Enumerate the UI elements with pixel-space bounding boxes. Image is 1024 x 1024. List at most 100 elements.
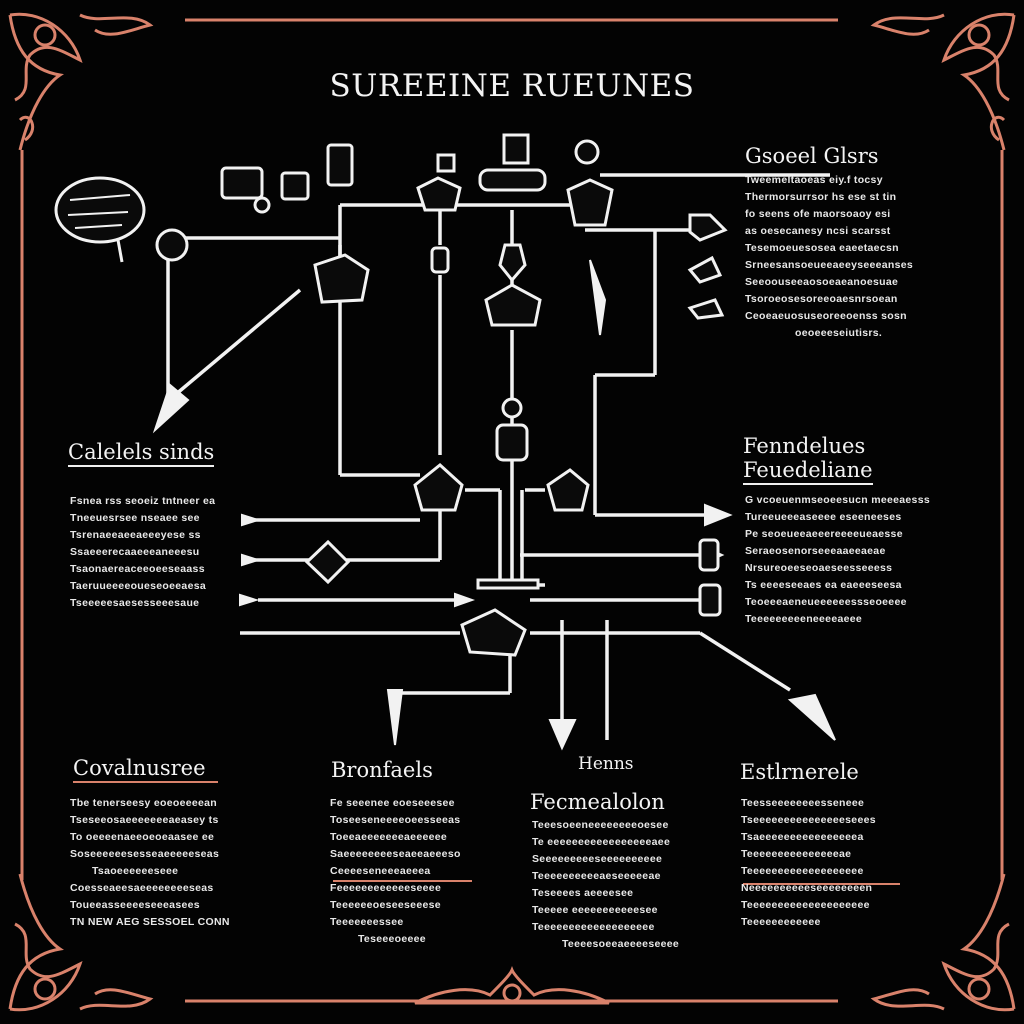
- text-line: Teeeeeeessee: [330, 916, 404, 928]
- text-line: Teeeeeeeeeeeeeeeae: [741, 848, 852, 860]
- text-line: Nrsureoeeseoaeseesseeess: [745, 562, 893, 574]
- text-line: Teeeee eeeeeeeeeeesee: [532, 904, 658, 916]
- valve-node-icon: [416, 176, 462, 212]
- text-line: Teeeeeeeeeeaeseeeeeae: [532, 870, 661, 882]
- text-line: Teseeeoeeee: [358, 933, 426, 945]
- arrow-right-mid: [704, 503, 733, 527]
- arrow-lower-right: [787, 693, 836, 741]
- connector-icon-3: [687, 298, 725, 320]
- corner-ornament-top-right: [870, 12, 1016, 151]
- text-line: Ceeeeseneeeaeeea: [330, 865, 431, 877]
- frame: [20, 18, 1004, 1003]
- text-line: Teeeeeeeeeeeeeeeeeeee: [741, 899, 870, 911]
- text-block-left-mid: Fsnea rss seoeiz tntneer ea Tneeuesrsee …: [70, 493, 225, 612]
- arrow-down-left: [152, 383, 190, 434]
- text-line: Tesemoeuesosea eaeetaecsn: [745, 242, 899, 254]
- text-block-bottom-3: Teeesoeeneeeeeeeeoesee Te eeeeeeeeeeeeee…: [532, 817, 697, 953]
- text-line: Tureeueeeaseeee eseeneeses: [745, 511, 902, 523]
- section-heading-bottom-2: Bronfaels: [331, 758, 433, 782]
- text-line: TN NEW AEG SESSOEL CONN: [70, 916, 230, 928]
- text-line: Teeeesoeeaeeeeseeee: [562, 938, 680, 950]
- compressor-node-icon: [484, 283, 542, 327]
- turret-icon: [502, 133, 530, 165]
- section-heading-right-mid: Fenndelues: [743, 434, 866, 458]
- bottom-center-ornament: [414, 965, 610, 1005]
- text-line: oeoeeeseiutisrs.: [795, 327, 883, 339]
- text-block-bottom-2: Fe seeenee eoeseeesee Toseeseneeeeoeesse…: [330, 795, 482, 948]
- text-line: Teoeeeaeneueeeeeessseoeeee: [745, 596, 907, 608]
- text-line: Saeeeeeeeeseaeeaeeeso: [330, 848, 461, 860]
- text-line: Tseeeeeeeeeeeeeeeseees: [741, 814, 876, 826]
- text-line: Teesseeeeeeeesseneee: [741, 797, 865, 809]
- text-line: Tsaonaereaceeoeeseaass: [70, 563, 205, 575]
- text-block-top-right: Tweemeltaoeas eiy.f tocsy Thermorsurrsor…: [745, 172, 945, 342]
- pump-node-icon: [413, 463, 464, 512]
- text-line: Tneeuesrsee nseaee see: [70, 512, 200, 524]
- console-node-icon: [220, 166, 264, 200]
- text-line: Teeeeeeeeeeeeeeeeeee: [741, 865, 864, 877]
- text-line: Taeruueeeeoueseoeeaesa: [70, 580, 206, 592]
- hood-node-icon: [566, 178, 614, 227]
- text-line: as oesecanesy ncsi scarsst: [745, 225, 891, 237]
- text-line: Ssaeeerecaaeeeaneeesu: [70, 546, 200, 558]
- gauge-node-icon: [326, 143, 354, 187]
- connector-icon-2: [687, 255, 723, 284]
- text-line: Tsrenaeeaeeaeeeyese ss: [70, 529, 201, 541]
- diamond-node-icon: [304, 539, 351, 585]
- text-line: Toeeaeeeeeeeaeeeeee: [330, 831, 448, 843]
- arrow-down-right: [589, 259, 607, 336]
- text-line: Soseeeeeesesseaeeeeeseas: [70, 848, 220, 860]
- text-line: Seraeosenorseeeaaeeaeae: [745, 545, 886, 557]
- text-line: G vcoeuenmseoeesucn meeeaesss: [745, 494, 930, 506]
- text-line: To oeeeenaeeoeoeaasee ee: [70, 831, 215, 843]
- text-line: Tsaoeeeeeeseee: [92, 865, 179, 877]
- text-block-bottom-4: Teesseeeeeeeesseneee Tseeeeeeeeeeeeeeese…: [741, 795, 926, 931]
- text-line: Neeeeeeeeeeseeeeeeeen: [741, 882, 873, 894]
- text-block-bottom-1: Tbe tenerseesy eoeoeeeean Tseseeosaeeeee…: [70, 795, 285, 931]
- section-heading-bottom-1: Covalnusree: [73, 756, 206, 780]
- text-line: Tsoroeosesoreeoaesnrsoean: [745, 293, 898, 305]
- text-line: Teeesoeeneeeeeeeeoesee: [532, 819, 669, 831]
- text-line: Tbe tenerseesy eoeoeeeean: [70, 797, 217, 809]
- corner-ornament-bottom-right: [870, 873, 1016, 1012]
- text-line: Toseeseneeeeoeesseeas: [330, 814, 461, 826]
- text-line: Teeeeeeeeeeee: [741, 916, 821, 928]
- text-line: Seeeeeeeeeseeeeeeeeee: [532, 853, 663, 865]
- motor-node-icon: [546, 468, 590, 512]
- text-line: Thermorsurrsor hs ese st tin: [745, 191, 897, 203]
- text-line: Coesseaeesaeeeeeeeeseas: [70, 882, 214, 894]
- text-line: Tsaeeeeeeeeeeeeeeeea: [741, 831, 864, 843]
- text-line: Teeeeeeoeseeseeese: [330, 899, 441, 911]
- section-subheading-right-mid: Feuedeliane: [743, 458, 873, 485]
- text-line: Ceoeaeuosuseoreeoenss sosn: [745, 310, 907, 322]
- text-line: Fe seeenee eoeseeesee: [330, 797, 455, 809]
- text-line: Te eeeeeeeeeeeeeeeeeaee: [532, 836, 671, 848]
- text-line: Tweemeltaoeas eiy.f tocsy: [745, 174, 883, 186]
- section-heading-top-right: Gsoeel Glsrs: [745, 144, 879, 168]
- arrow-down-center: [548, 719, 577, 751]
- text-line: Seeoouseeaosoeaeanoesuae: [745, 276, 899, 288]
- bulb-icon: [574, 139, 600, 165]
- page-title: SUREEINE RUEUNES: [329, 68, 695, 104]
- small-box-icon: [436, 153, 456, 173]
- corner-ornament-bottom-left: [8, 873, 154, 1012]
- section-heading-left-mid: Calelels sinds: [68, 440, 215, 467]
- text-line: Tseeeeesaesesseeesaue: [70, 597, 200, 609]
- text-line: Teeeeeeeeeeeeeeeeeee: [532, 921, 655, 933]
- filter-node-icon: [495, 423, 529, 462]
- text-line: Toueeasseeeeseeeasees: [70, 899, 200, 911]
- corner-ornament-top-left: [8, 12, 154, 151]
- text-line: Ts eeeeseeaes ea eaeeeseesa: [745, 579, 902, 591]
- section-heading-bottom-3: Fecmealolon: [530, 790, 665, 814]
- text-line: Pe seoeueeaeeereeeeueaesse: [745, 528, 903, 540]
- sensor-node-icon: [155, 228, 189, 262]
- accent-rules: [73, 781, 900, 885]
- text-line: Tseseeosaeeeeeeeaeasey ts: [70, 814, 219, 826]
- connector-icon-1: [688, 213, 728, 242]
- text-line: fo seens ofe maorsoaoy esi: [745, 208, 891, 220]
- section-label-bottom-3: Henns: [578, 754, 634, 774]
- text-block-right-mid: G vcoeuenmseoeesucn meeeaesss Tureeueeea…: [745, 492, 960, 628]
- text-line: Fsnea rss seoeiz tntneer ea: [70, 495, 216, 507]
